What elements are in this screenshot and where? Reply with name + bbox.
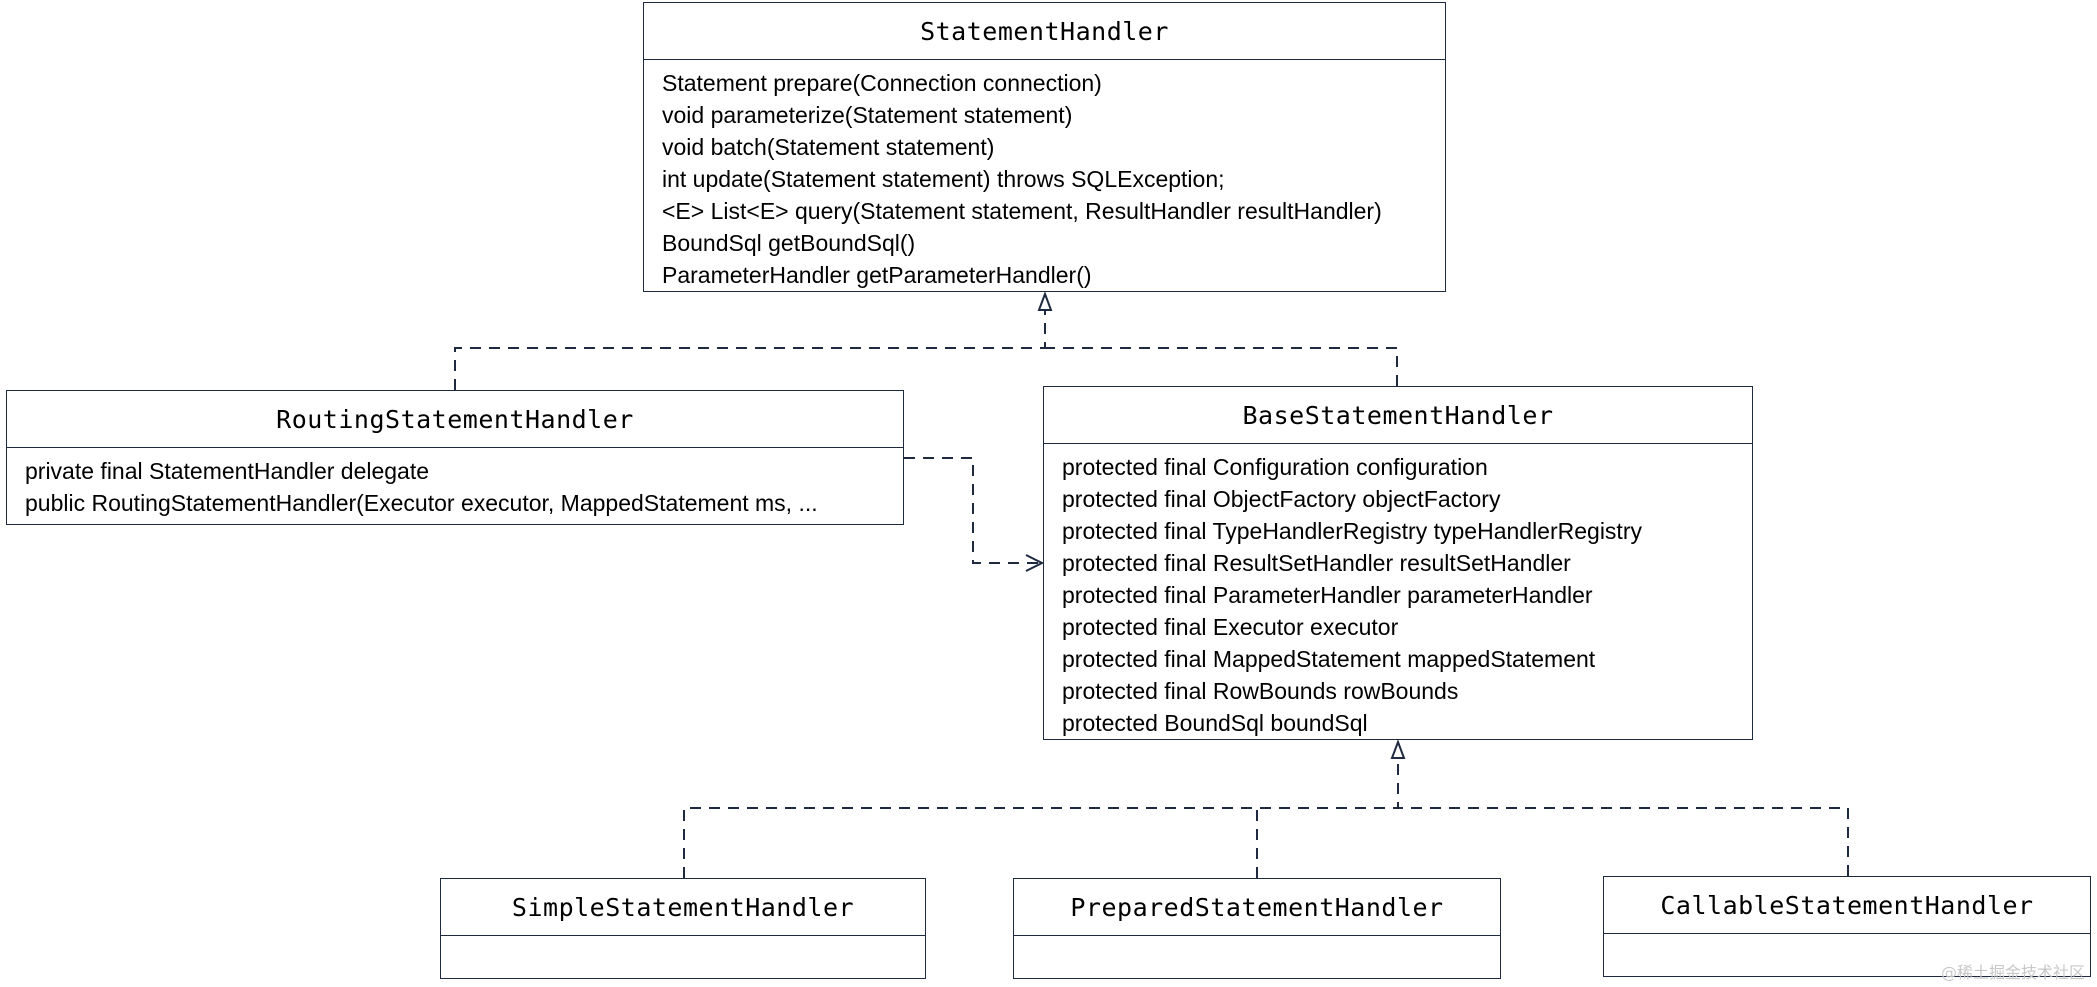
class-name: BaseStatementHandler [1044,387,1752,444]
field: protected final ObjectFactory objectFact… [1062,486,1501,512]
class-prepared-statement-handler: PreparedStatementHandler [1013,878,1501,979]
class-routing-statement-handler: RoutingStatementHandler private final St… [6,390,904,525]
field: protected final Executor executor [1062,614,1399,640]
field: protected final ResultSetHandler resultS… [1062,550,1571,576]
method: <E> List<E> query(Statement statement, R… [662,198,1382,224]
constructor: public RoutingStatementHandler(Executor … [25,490,818,516]
dependency-arrowhead [1025,554,1045,572]
member-list: private final StatementHandler delegate … [7,448,903,519]
method: void batch(Statement statement) [662,134,995,160]
member-list: Statement prepare(Connection connection)… [644,60,1445,291]
class-callable-statement-handler: CallableStatementHandler [1603,876,2091,977]
field: private final StatementHandler delegate [25,458,430,484]
watermark: @稀土掘金技术社区 [1940,963,2085,982]
class-name: PreparedStatementHandler [1014,879,1500,936]
class-simple-statement-handler: SimpleStatementHandler [440,878,926,979]
realization-line-base [1045,347,1398,386]
field: protected final RowBounds rowBounds [1062,678,1459,704]
field: protected final TypeHandlerRegistry type… [1062,518,1642,544]
field: protected BoundSql boundSql [1062,710,1368,736]
class-base-statement-handler: BaseStatementHandler protected final Con… [1043,386,1753,740]
class-statement-handler: StatementHandler Statement prepare(Conne… [643,2,1446,292]
method: void parameterize(Statement statement) [662,102,1073,128]
class-name: RoutingStatementHandler [7,391,903,448]
class-name: SimpleStatementHandler [441,879,925,936]
method: BoundSql getBoundSql() [662,230,916,256]
realization-line-simple [683,756,1399,878]
method: ParameterHandler getParameterHandler() [662,262,1092,288]
field: protected final Configuration configurat… [1062,454,1488,480]
member-list: protected final Configuration configurat… [1044,444,1752,739]
realization-line-callable [1398,807,1849,876]
method: Statement prepare(Connection connection) [662,70,1102,96]
class-name: StatementHandler [644,3,1445,60]
method: int update(Statement statement) throws S… [662,166,1225,192]
inheritance-arrowhead-statementhandler [1037,291,1053,311]
class-name: CallableStatementHandler [1604,877,2090,934]
dependency-line-routing-base [904,457,1040,564]
inheritance-arrowhead-base [1390,739,1406,759]
field: protected final MappedStatement mappedSt… [1062,646,1596,672]
field: protected final ParameterHandler paramet… [1062,582,1593,608]
realization-line-routing [454,310,1046,390]
